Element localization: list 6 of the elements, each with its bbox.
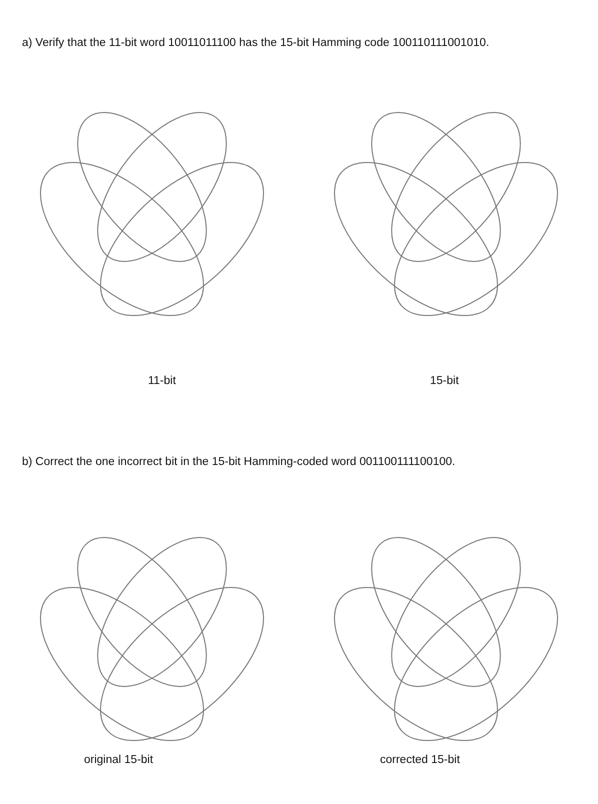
venn-caption: 11-bit (148, 374, 176, 388)
venn-caption: 15-bit (430, 374, 459, 388)
question-text: a) Verify that the 11-bit word 10011011100 has the 15-bit Hamming code 100110111001010. (22, 36, 490, 50)
venn-caption: original 15-bit (84, 753, 154, 767)
question-text: b) Correct the one incorrect bit in the 15-bit Hamming-coded word 001100111100100. (22, 455, 456, 469)
venn-caption: corrected 15-bit (380, 753, 460, 767)
